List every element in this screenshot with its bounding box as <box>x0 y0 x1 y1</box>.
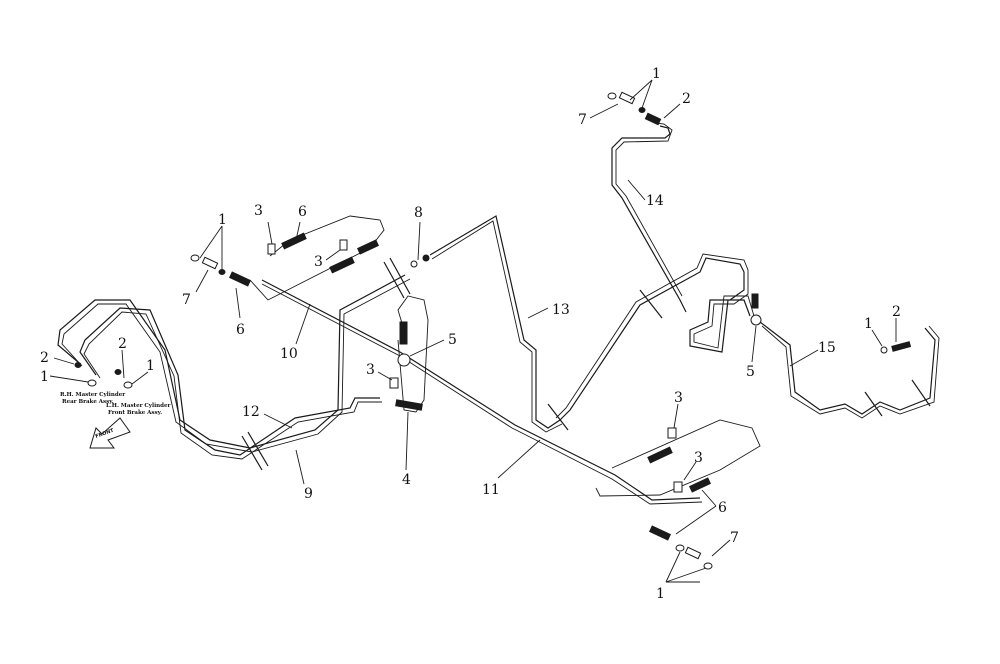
break-marks <box>241 257 931 471</box>
pipe-14 <box>611 125 687 313</box>
callout-1-upper-left: 1 <box>218 212 227 228</box>
hose-loop-lower-right <box>595 419 761 497</box>
rh-caption-line2: Rear Brake Assy. <box>62 399 114 405</box>
callout-6-upper-left: 6 <box>236 322 245 338</box>
callout-3-upper-mid: 3 <box>314 254 323 270</box>
callout-15: 15 <box>818 340 836 356</box>
pipe-13 <box>429 215 561 429</box>
callout-1-bottom: 1 <box>656 586 665 602</box>
callout-2-top: 2 <box>682 91 691 107</box>
callout-3-center: 3 <box>366 362 375 378</box>
callout-7-top: 7 <box>578 112 587 128</box>
callout-13: 13 <box>552 302 570 318</box>
callout-12: 12 <box>242 404 260 420</box>
callout-5-right: 5 <box>746 364 755 380</box>
callout-1-far-right: 1 <box>864 316 873 332</box>
callout-10: 10 <box>280 346 298 362</box>
callout-14: 14 <box>646 193 664 209</box>
pipe-9-inner <box>83 311 382 460</box>
pipe-9 <box>79 307 380 456</box>
callout-5-center: 5 <box>448 332 457 348</box>
pipe-15-inner <box>761 325 940 419</box>
pipe-14-inner <box>615 122 683 297</box>
pipe-mid-loop <box>559 257 751 421</box>
rh-caption-line1: R.H. Master Cylinder <box>60 392 125 398</box>
pipe-11 <box>261 279 701 501</box>
pipe-10 <box>57 274 406 449</box>
callout-7-upper-left: 7 <box>182 292 191 308</box>
callout-6-lower-right: 6 <box>718 500 727 516</box>
lh-caption-line2: Front Brake Assy. <box>108 410 162 416</box>
callout-2-lh-master: 2 <box>118 336 127 352</box>
pipe-mid-loop-inner <box>555 253 755 419</box>
callout-3-upper: 3 <box>254 203 263 219</box>
front-direction-arrow: FRONT <box>89 417 131 449</box>
callout-3-lower-right: 3 <box>674 390 683 406</box>
callout-1-left-master: 1 <box>40 369 49 385</box>
callout-11: 11 <box>482 482 500 498</box>
pipe-15 <box>759 321 936 415</box>
callout-1-top: 1 <box>652 66 661 82</box>
hose-loop-center <box>397 295 429 413</box>
callout-6-upper: 6 <box>298 204 307 220</box>
callout-4: 4 <box>402 472 411 488</box>
callout-2-far-right: 2 <box>892 304 901 320</box>
callout-3-lower-right-mid: 3 <box>694 450 703 466</box>
pipe-11-inner <box>261 283 703 505</box>
callout-1-lh-master: 1 <box>146 358 155 374</box>
lh-caption-line1: L.H. Master Cylinder <box>106 403 171 409</box>
pipe-12 <box>61 278 411 453</box>
callout-8: 8 <box>414 205 423 221</box>
leader-lines <box>49 79 897 583</box>
pipe-13-inner <box>431 220 563 433</box>
callout-9: 9 <box>304 486 313 502</box>
fittings <box>74 91 912 570</box>
callout-2-left-master: 2 <box>40 350 49 366</box>
callout-7-lower-right: 7 <box>730 530 739 546</box>
